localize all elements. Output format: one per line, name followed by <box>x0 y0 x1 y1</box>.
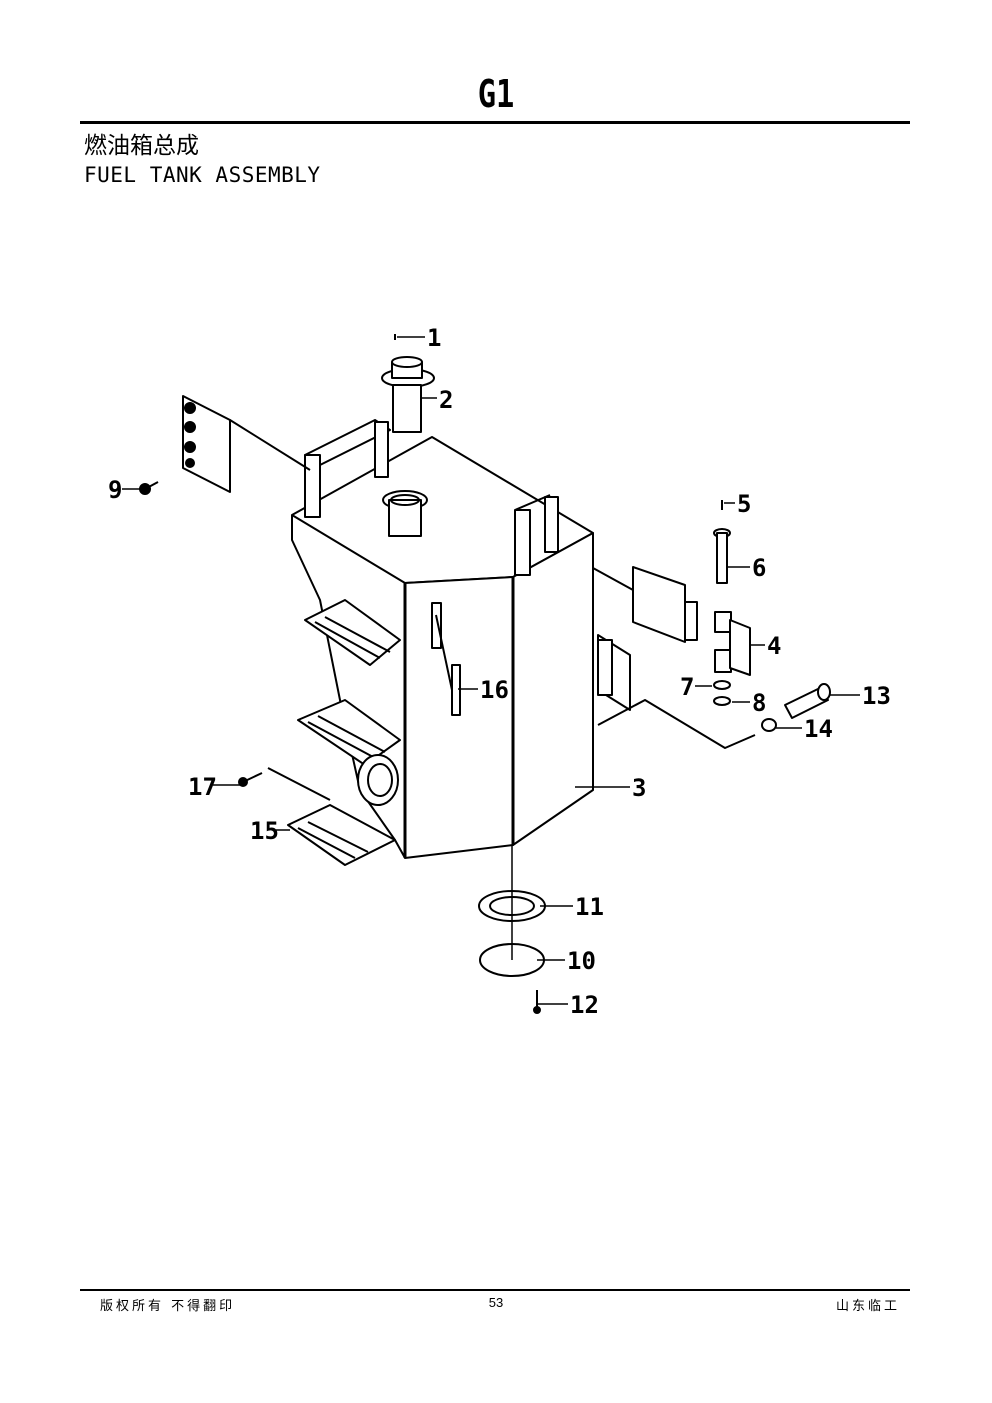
callout-15: 15 <box>250 817 279 845</box>
level-gauge <box>431 602 461 716</box>
callout-4: 4 <box>767 632 781 660</box>
callout-10: 10 <box>567 947 596 975</box>
filler-neck <box>382 490 428 537</box>
filler-cap <box>381 334 435 433</box>
callout-8: 8 <box>752 689 766 717</box>
callout-1: 1 <box>427 324 441 352</box>
bolt-12 <box>533 990 541 1014</box>
title-chinese: 燃油箱总成 <box>84 133 199 159</box>
callout-11: 11 <box>575 893 604 921</box>
drain-opening <box>357 754 399 806</box>
step-upper <box>304 599 401 666</box>
lifting-handle-right <box>514 494 559 576</box>
footer-copyright: 版权所有 不得翻印 <box>100 1299 236 1314</box>
side-panel-right <box>592 566 698 643</box>
leader-lines <box>122 336 860 1005</box>
callout-14: 14 <box>804 715 833 743</box>
page-code: G1 <box>477 72 515 116</box>
lifting-handle-left <box>304 419 391 518</box>
bolt-17 <box>238 767 331 801</box>
callout-7: 7 <box>680 673 694 701</box>
callout-5: 5 <box>737 490 751 518</box>
step-middle <box>297 699 401 766</box>
callout-17: 17 <box>188 773 217 801</box>
step-lower <box>287 804 396 866</box>
callout-13: 13 <box>862 682 891 710</box>
o-ring-14 <box>761 718 777 732</box>
washers <box>713 680 731 706</box>
hinge-plate <box>597 634 756 749</box>
footer-brand: 山东临工 <box>835 1299 900 1314</box>
footer-rule <box>80 1289 910 1291</box>
callout-16: 16 <box>480 676 509 704</box>
callout-3: 3 <box>632 774 646 802</box>
exploded-parts-diagram: 1 2 3 4 5 6 7 8 9 10 11 12 13 14 15 16 1… <box>108 324 891 1019</box>
header-rule <box>80 121 910 124</box>
hinge-pin <box>713 500 731 584</box>
callout-6: 6 <box>752 554 766 582</box>
page-number: 53 <box>488 1295 504 1310</box>
callout-12: 12 <box>570 991 599 1019</box>
callout-9: 9 <box>108 476 122 504</box>
side-panel-left <box>182 395 311 493</box>
callout-2: 2 <box>439 386 453 414</box>
cylinder-part-13 <box>784 683 831 719</box>
title-english: FUEL TANK ASSEMBLY <box>84 163 321 187</box>
bolt-9 <box>139 481 159 495</box>
hinge-bracket <box>714 611 751 676</box>
